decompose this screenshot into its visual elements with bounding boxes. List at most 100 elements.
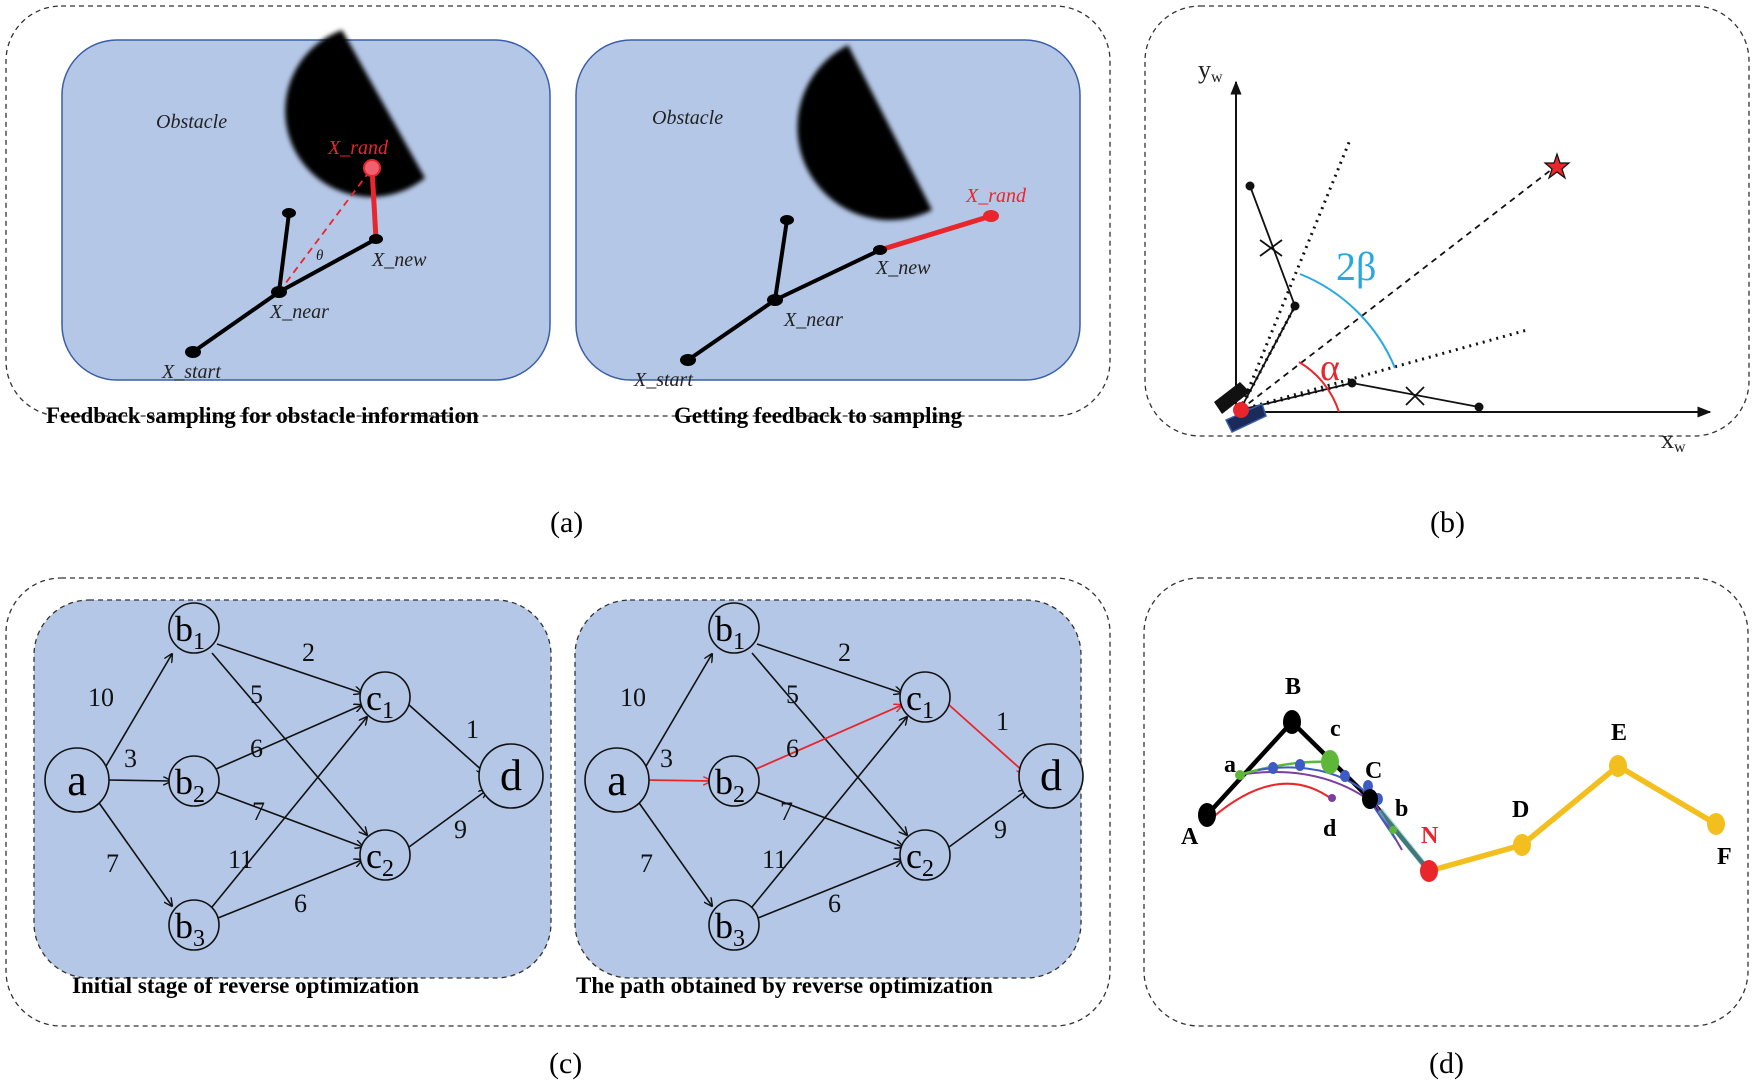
panel-c-right-bg [574, 599, 1082, 979]
node-B [1283, 710, 1301, 734]
candidate-path-lower [1239, 382, 1480, 411]
tree-edge [277, 212, 291, 293]
obstacle-shape [285, 30, 425, 197]
node-b1 [708, 602, 760, 654]
x-new-label: X_new [371, 249, 427, 271]
smooth-curve-red [1211, 782, 1334, 819]
label-D: D [1512, 797, 1529, 823]
panel-b-sublabel: (b) [1430, 506, 1465, 539]
edge-b1-c2 [211, 652, 367, 835]
panel-d-sublabel: (d) [1429, 1047, 1464, 1080]
weight-b3-c1: 11 [228, 845, 253, 874]
edge-b1-c1 [756, 643, 902, 693]
weight-b2-c2: 7 [252, 797, 265, 826]
label-b: b [1395, 796, 1408, 822]
node-c2-label: c2 [906, 836, 934, 882]
node-a [584, 747, 650, 813]
panel-c-frame [5, 577, 1111, 1027]
x-near-node [271, 286, 287, 298]
node-d [478, 743, 544, 809]
panel-a-right-caption: Getting feedback to sampling [674, 403, 963, 428]
x-near-label: X_near [269, 301, 329, 323]
weight-a-b3: 7 [640, 849, 653, 878]
node-c1-label: c1 [906, 678, 934, 724]
node-b2 [708, 755, 760, 807]
goal-star-icon [1543, 152, 1571, 180]
tree-edge [686, 298, 777, 362]
path-node [1290, 301, 1300, 311]
weight-b1-c2: 5 [786, 680, 799, 709]
beta-label: 2β [1336, 244, 1376, 289]
node-b2 [168, 755, 220, 807]
panel-c: a d b1 b2 b3 c1 c2 10 3 7 2 5 6 7 11 6 1… [5, 577, 1111, 1080]
cross-marker [1405, 386, 1425, 406]
candidate-path-upper [1239, 185, 1296, 411]
edge-c2-d [948, 790, 1027, 848]
panel-c-left: a d b1 b2 b3 c1 c2 10 3 7 2 5 6 7 11 6 1… [33, 599, 552, 998]
weight-b3-c2: 6 [294, 889, 307, 918]
edge-b1-c2 [751, 652, 907, 835]
weight-a-b1: 10 [620, 683, 646, 712]
tree-leaf-node [780, 215, 794, 225]
edge-a-b1 [638, 654, 712, 779]
panel-a-right-bg [575, 39, 1081, 381]
node-a-label: a [67, 756, 87, 805]
new-edge [369, 167, 379, 240]
weight-b3-c2: 6 [828, 889, 841, 918]
node-c1 [359, 671, 411, 723]
label-d: d [1323, 816, 1337, 842]
panel-d-frame [1143, 577, 1749, 1027]
sample-dashed-line [278, 167, 373, 293]
weight-b1-c2: 5 [250, 680, 263, 709]
node-c2 [359, 829, 411, 881]
weight-a-b2: 3 [660, 744, 673, 773]
x-start-node [185, 346, 201, 358]
node-b1-label: b1 [175, 609, 205, 655]
edge-a-b3 [96, 799, 172, 906]
weight-a-b1: 10 [88, 683, 114, 712]
edge-b1-c1 [216, 643, 362, 693]
node-E [1609, 755, 1627, 777]
label-A: A [1181, 824, 1199, 850]
interp-point-green [1235, 770, 1245, 780]
weight-b2-c1: 6 [786, 734, 799, 763]
alpha-arc [1298, 361, 1340, 413]
weight-c1-d: 1 [996, 707, 1009, 736]
x-rand-node [983, 210, 999, 222]
panel-c-right-caption: The path obtained by reverse optimizatio… [576, 973, 993, 998]
node-b1-label: b1 [715, 609, 745, 655]
path-node [1245, 181, 1255, 191]
interp-point-purple [1328, 794, 1336, 802]
edge-b2-c2 [215, 791, 363, 847]
edge-c1-d [407, 703, 485, 773]
edge-a-b2 [106, 780, 171, 781]
tree-edge [191, 290, 281, 354]
edge-c2-d [408, 790, 487, 848]
path-segment-yellow [1428, 762, 1718, 874]
graph-edges [636, 643, 1027, 919]
path-edge-b2-c1 [755, 705, 902, 770]
path-edge-c1-d [947, 703, 1025, 773]
x-near-label: X_near [783, 309, 843, 331]
tree-leaf-node [282, 208, 296, 218]
edge-b2-c2 [755, 791, 903, 847]
panel-d: A B C N D E F a b c d (d) [1143, 577, 1749, 1080]
edge-a-b1 [98, 654, 172, 779]
y-axis-label: yw [1198, 55, 1223, 86]
node-b3-label: b3 [175, 906, 205, 952]
weight-b1-c1: 2 [302, 638, 315, 667]
panel-a-sublabel: (a) [550, 506, 583, 539]
node-c1-label: c1 [366, 678, 394, 724]
path-node [1347, 378, 1357, 388]
interp-point-green [1389, 826, 1397, 834]
node-b1 [168, 602, 220, 654]
weight-b2-c1: 6 [250, 734, 263, 763]
robot-icon [1214, 382, 1267, 433]
node-b3 [168, 899, 220, 951]
path-edge-a-b2 [646, 780, 711, 781]
edge-b3-c1 [211, 717, 367, 908]
label-E: E [1611, 720, 1627, 746]
panel-c-left-caption: Initial stage of reverse optimization [72, 973, 419, 998]
